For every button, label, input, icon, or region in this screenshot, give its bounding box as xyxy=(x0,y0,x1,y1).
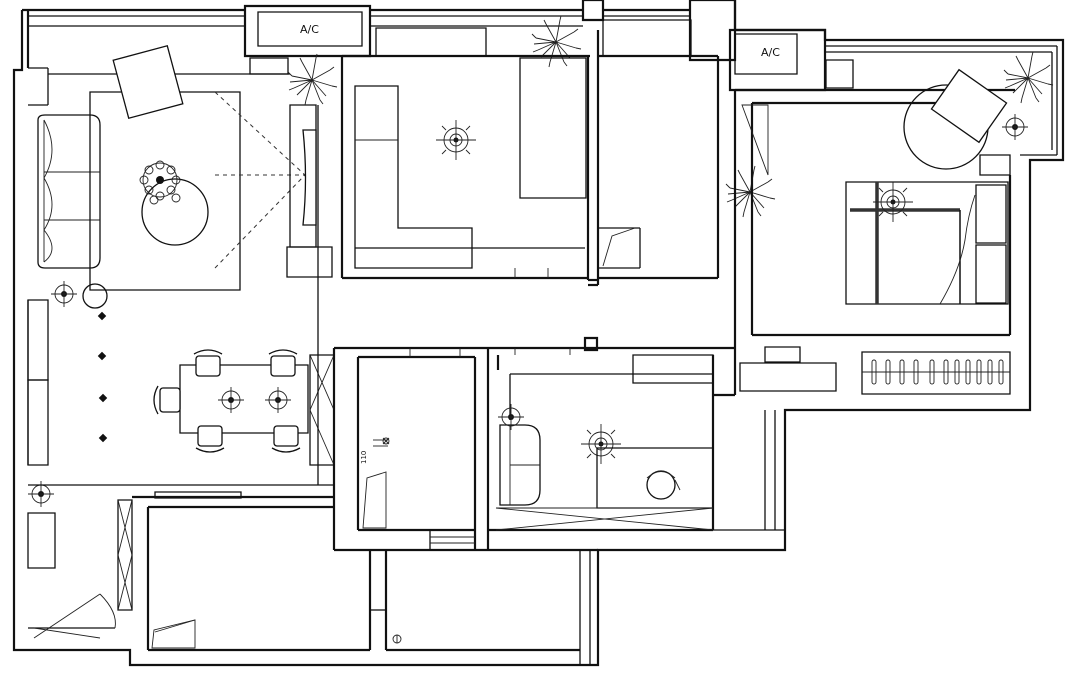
plant-living-icon xyxy=(287,53,338,106)
bathroom: 110 xyxy=(334,348,488,550)
plant-balcony-icon xyxy=(531,15,582,68)
master-room xyxy=(342,28,590,280)
utility-room xyxy=(334,550,598,665)
bedroom xyxy=(735,60,1029,395)
corridor-walls xyxy=(318,105,735,485)
dining-area xyxy=(28,300,334,465)
kitchen xyxy=(28,480,370,650)
living-room xyxy=(28,46,332,308)
wardrobe-hangers xyxy=(872,360,1003,384)
plant-bedroom-icon xyxy=(1003,51,1054,104)
chandelier-icon xyxy=(140,161,180,204)
closet-room xyxy=(598,20,718,278)
ac-unit-living-label: A/C xyxy=(300,23,319,36)
ac-unit-bedroom-label: A/C xyxy=(761,46,780,59)
dimension-note: 110 xyxy=(360,451,368,464)
exterior-walls xyxy=(14,0,1063,665)
study-room xyxy=(488,338,785,550)
